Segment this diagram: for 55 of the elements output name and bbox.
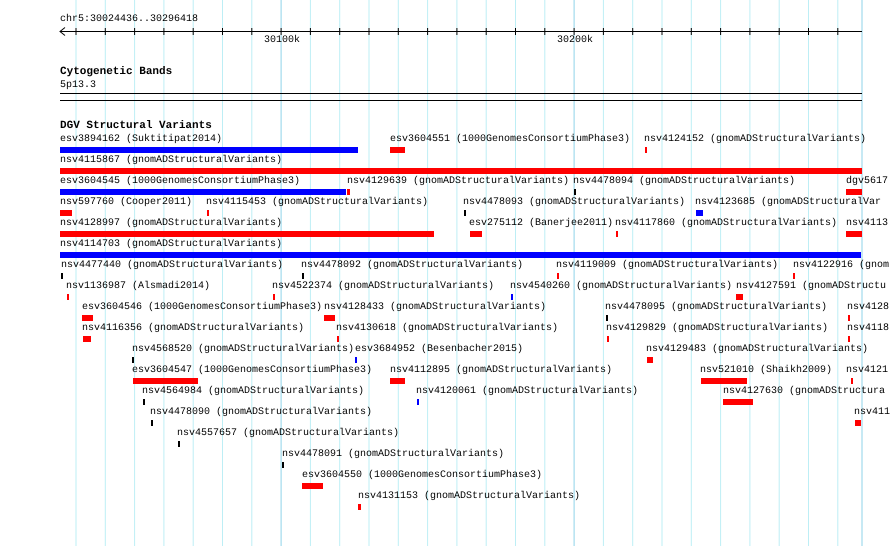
variant-label: nsv4478091 (gnomADStructuralVariants) bbox=[282, 449, 504, 460]
variant-label: nsv597760 (Cooper2011) bbox=[60, 197, 192, 208]
tick-label: 30200k bbox=[557, 35, 593, 46]
variant-label: nsv4129829 (gnomADStructuralVariants) bbox=[606, 323, 828, 334]
variant-label: nsv4128997 (gnomADStructuralVariants) bbox=[60, 218, 282, 229]
variant-label: nsv4121 bbox=[846, 365, 888, 376]
variant-label: nsv4122916 (gnom bbox=[793, 260, 890, 271]
variant-label: nsv4118 bbox=[847, 323, 890, 334]
tick-label: 30100k bbox=[264, 35, 300, 46]
variant-label: nsv4522374 (gnomADStructuralVariants) bbox=[272, 281, 494, 292]
variant-label: esv3604545 (1000GenomesConsortiumPhase3) bbox=[60, 176, 300, 187]
variant-label: esv3684952 (Besenbacher2015) bbox=[355, 344, 524, 355]
variant-label: nsv4113 bbox=[846, 218, 888, 229]
variant-label: nsv4540260 (gnomADStructuralVariants) bbox=[510, 281, 732, 292]
variant-label: nsv4119009 (gnomADStructuralVariants) bbox=[556, 260, 778, 271]
variant-label: nsv1136987 (Alsmadi2014) bbox=[66, 281, 210, 292]
variant-label: nsv4478093 (gnomADStructuralVariants) bbox=[463, 197, 686, 208]
variant-label: nsv4115867 (gnomADStructuralVariants) bbox=[60, 155, 282, 166]
variant-label: nsv4129483 (gnomADStructuralVariants) bbox=[646, 344, 868, 355]
variant-label: nsv4568520 (gnomADStructuralVariants) bbox=[132, 344, 354, 355]
variant-label: dgv5617 bbox=[846, 176, 888, 187]
variant-label: nsv4120061 (gnomADStructuralVariants) bbox=[416, 386, 638, 397]
variant-label: nsv4124152 (gnomADStructuralVariants) bbox=[644, 134, 866, 145]
variant-label: nsv4112895 (gnomADStructuralVariants) bbox=[390, 365, 612, 376]
variant-label: nsv4131153 (gnomADStructuralVariants) bbox=[358, 491, 580, 502]
variant-label: nsv4129639 (gnomADStructuralVariants) bbox=[347, 176, 570, 187]
variant-label: nsv4114703 (gnomADStructuralVariants) bbox=[60, 239, 282, 250]
variant-label: nsv4127630 (gnomADStructura bbox=[723, 386, 886, 397]
variant-label: nsv521010 (Shaikh2009) bbox=[700, 365, 832, 376]
variant-label: nsv4117860 (gnomADStructuralVariants) bbox=[615, 218, 838, 229]
band-label: 5p13.3 bbox=[60, 80, 96, 91]
variant-label: nsv4128433 (gnomADStructuralVariants) bbox=[324, 302, 546, 313]
variant-label: nsv4123685 (gnomADStructuralVar bbox=[695, 197, 882, 208]
variant-label: esv3604551 (1000GenomesConsortiumPhase3) bbox=[390, 134, 630, 145]
variant-label: nsv4130618 (gnomADStructuralVariants) bbox=[336, 323, 558, 334]
variant-label: nsv4478095 (gnomADStructuralVariants) bbox=[605, 302, 828, 313]
variant-label: esv3604547 (1000GenomesConsortiumPhase3) bbox=[132, 365, 372, 376]
variant-label: esv275112 (Banerjee2011) bbox=[469, 218, 614, 229]
variant-label: nsv411 bbox=[854, 407, 890, 418]
variant-label: nsv4115453 (gnomADStructuralVariants) bbox=[206, 197, 428, 208]
track-title: Cytogenetic Bands bbox=[60, 67, 172, 78]
variant-label: nsv4478094 (gnomADStructuralVariants) bbox=[573, 176, 796, 187]
variant-label: nsv4557657 (gnomADStructuralVariants) bbox=[177, 428, 400, 439]
variant-label: nsv4478090 (gnomADStructuralVariants) bbox=[150, 407, 372, 418]
variant-label: nsv4127591 (gnomADStructu bbox=[736, 281, 886, 292]
variant-label: nsv4564984 (gnomADStructuralVariants) bbox=[142, 386, 364, 397]
track-title: DGV Structural Variants bbox=[60, 121, 212, 132]
variant-label: esv3604546 (1000GenomesConsortiumPhase3) bbox=[82, 302, 322, 313]
variant-label: nsv4128 bbox=[847, 302, 890, 313]
variant-label: nsv4477440 (gnomADStructuralVariants) bbox=[61, 260, 284, 271]
variant-label: esv3604550 (1000GenomesConsortiumPhase3) bbox=[302, 470, 542, 481]
variant-label: nsv4478092 (gnomADStructuralVariants) bbox=[301, 260, 524, 271]
variant-label: nsv4116356 (gnomADStructuralVariants) bbox=[82, 323, 304, 334]
position-label: chr5:30024436..30296418 bbox=[60, 14, 198, 25]
variant-label: esv3894162 (Suktitipat2014) bbox=[60, 134, 222, 145]
